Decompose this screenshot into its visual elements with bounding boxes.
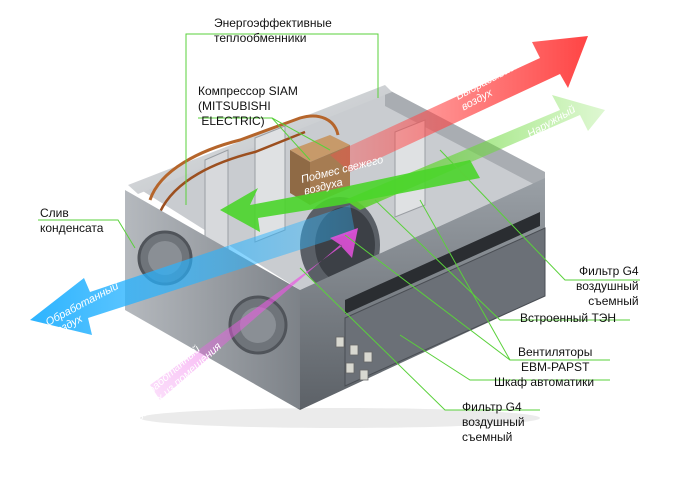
label-compressor: Компрессор SIAM (MITSUBISHI ELECTRIC) [198,84,298,128]
label-filter-top: Фильтр G4 воздушный съемный [576,264,639,308]
label-heat-exchangers: Энергоэффективные теплообменники [214,16,332,45]
leader-lines [38,33,640,411]
leader-fans-2 [419,199,511,361]
copper-pipe-1 [148,114,340,201]
untreated-air-arrow [150,228,358,400]
treated-air-arrow [30,205,355,335]
outdoor-air-caption: Наружныйвоздух [526,104,584,151]
leader-automation [399,334,610,381]
cable-glands [335,336,373,381]
air-flows [30,36,605,400]
label-filter-bottom: Фильтр G4 воздушный съемный [462,400,525,444]
automation-cabinet [344,227,546,387]
compressor-side [290,150,310,205]
copper-pipe-2 [158,130,306,213]
leader-compressor-2 [271,117,331,151]
label-fans: Вентиляторы EBM-PAPST [518,345,593,374]
leader-condensate [38,219,136,249]
label-heater: Встроенный ТЭН [520,311,617,325]
side-rail [345,212,540,314]
leader-heater [374,199,630,321]
fresh-mix-arrow [220,160,480,232]
compressor-top [290,135,350,162]
untreated-air-caption: Необработанныйвоздух из помещения [126,332,224,424]
exhaust-air-arrow [330,36,588,172]
partition-middle [254,125,286,243]
label-condensate-drain: Слив конденсата [40,206,104,235]
leader-filter-top [439,149,640,281]
leader-filter-bottom [299,267,540,411]
label-automation: Шкаф автоматики [494,375,595,389]
shadow [140,408,540,428]
leader-heat-exchangers [185,33,379,205]
